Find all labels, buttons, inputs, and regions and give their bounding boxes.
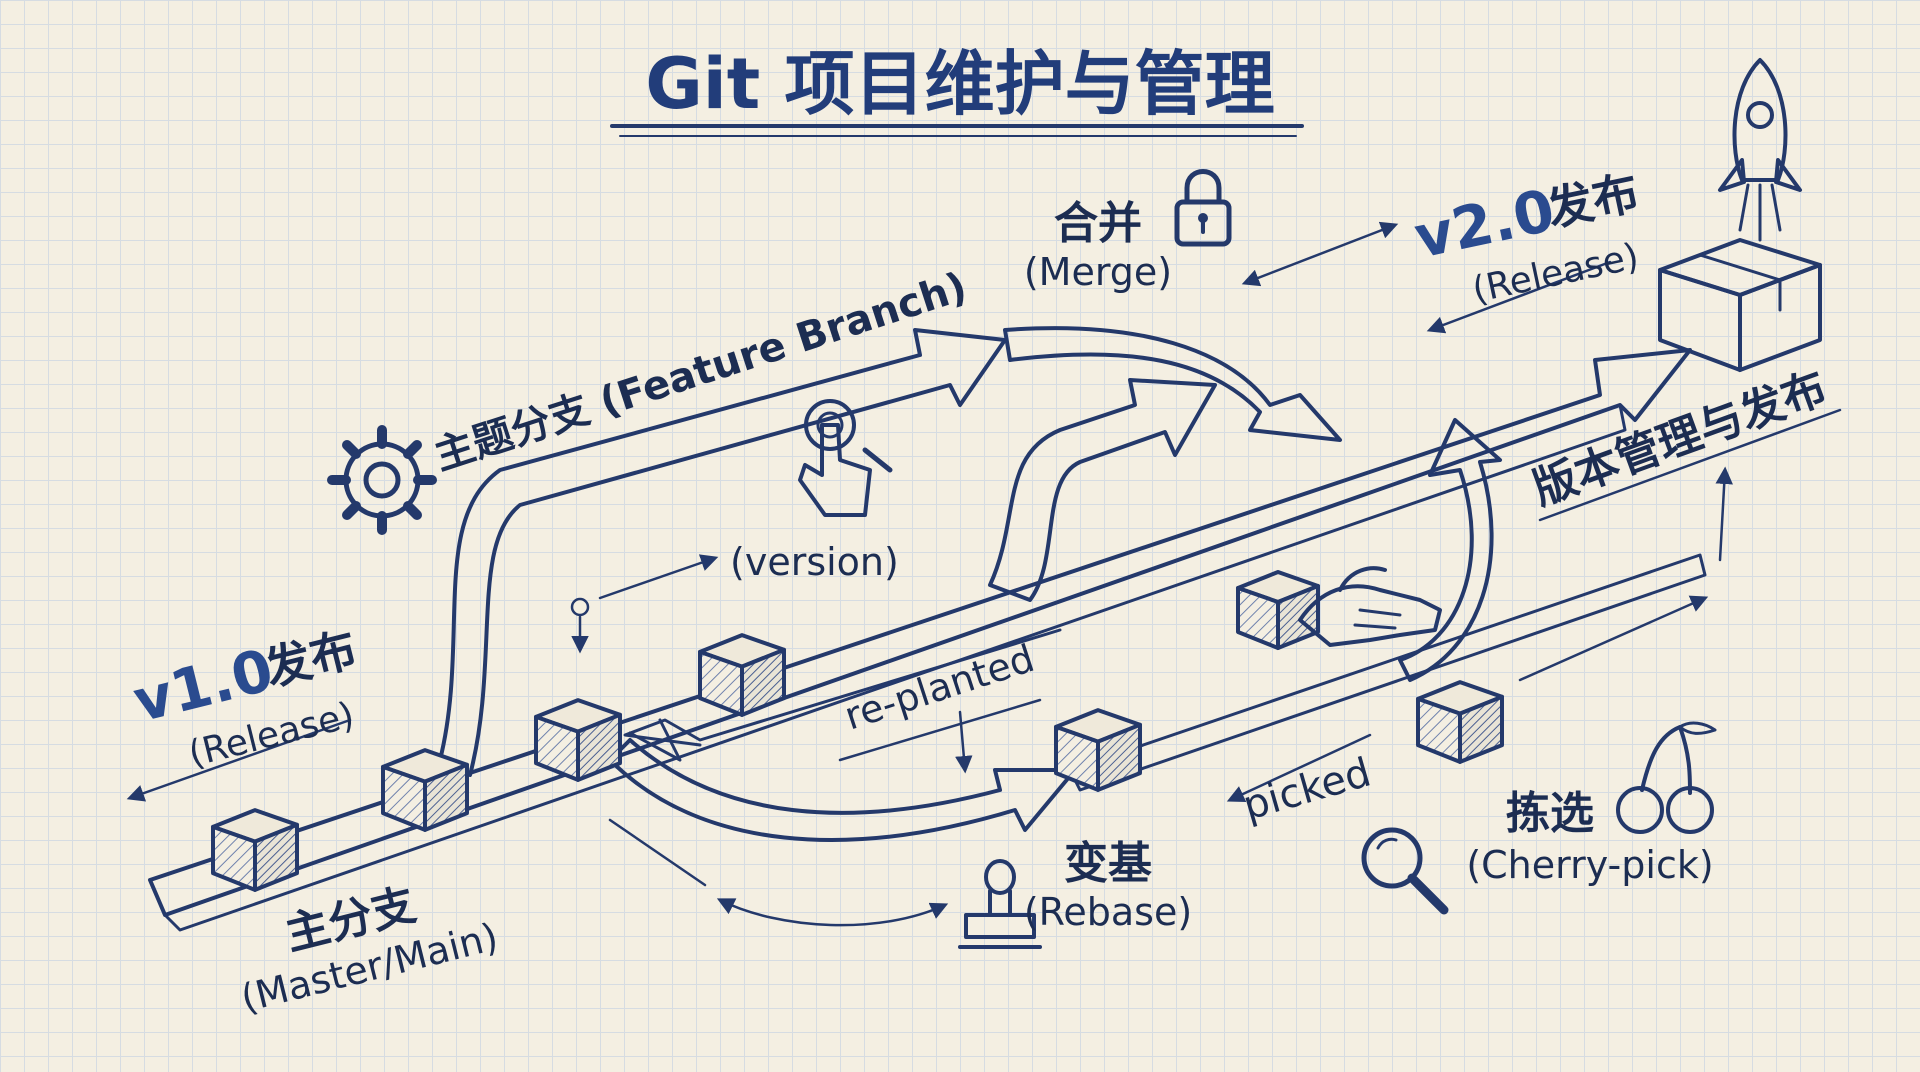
label-v2-cn: 发布 [1542,165,1643,237]
label-v2-group: v2.0 发布 (Release) [1409,165,1644,311]
label-re-planted: re-planted [839,636,1039,739]
label-cherry-cn: 拣选 [1506,788,1594,839]
commit-cube [381,748,469,832]
hand-grab-icon [1298,566,1442,647]
package-icon [1658,238,1822,372]
label-merge-en: (Merge) [1024,250,1172,294]
labels: 主题分支 (Feature Branch) 合并 (Merge) v2.0 发布… [127,165,1833,1021]
label-version: (version) [730,540,899,584]
lock-icon [1174,169,1232,247]
label-rebase-en: (Rebase) [1024,890,1192,934]
label-feature-branch: 主题分支 (Feature Branch) [429,264,973,480]
commit-cube [534,698,622,782]
commit-cubes [211,570,1504,892]
commit-cube [1054,708,1142,792]
gear-icon [327,425,437,535]
label-merge-cn: 合并 [1054,198,1142,249]
label-version-management: 版本管理与发布 [1526,362,1833,515]
commit-cube [1416,680,1504,764]
page-title: Git 项目维护与管理 [645,43,1274,125]
label-rebase-cn: 变基 [1064,838,1152,889]
commit-cube [698,633,786,717]
annotation-arrows [126,221,1842,927]
page-title-group: Git 项目维护与管理 [610,43,1304,137]
stamp-icon [958,859,1042,949]
hand-pointer-icon [798,399,893,517]
cherry-icon [1616,721,1717,834]
rocket-icon [1718,58,1802,242]
commit-cube [211,808,299,892]
rebase-arrows [608,628,1077,842]
merge-arrow [1003,326,1342,442]
commit-cube [1236,570,1320,650]
main-branch-arrow [148,348,1692,932]
label-picked: picked [1238,749,1376,829]
label-cherry-en: (Cherry-pick) [1466,843,1713,887]
label-v1-group: v1.0 发布 (Release) [127,621,362,775]
label-v1-cn: 发布 [260,621,362,696]
version-branch-arrow [988,378,1217,602]
magnifier-icon [1361,827,1449,915]
